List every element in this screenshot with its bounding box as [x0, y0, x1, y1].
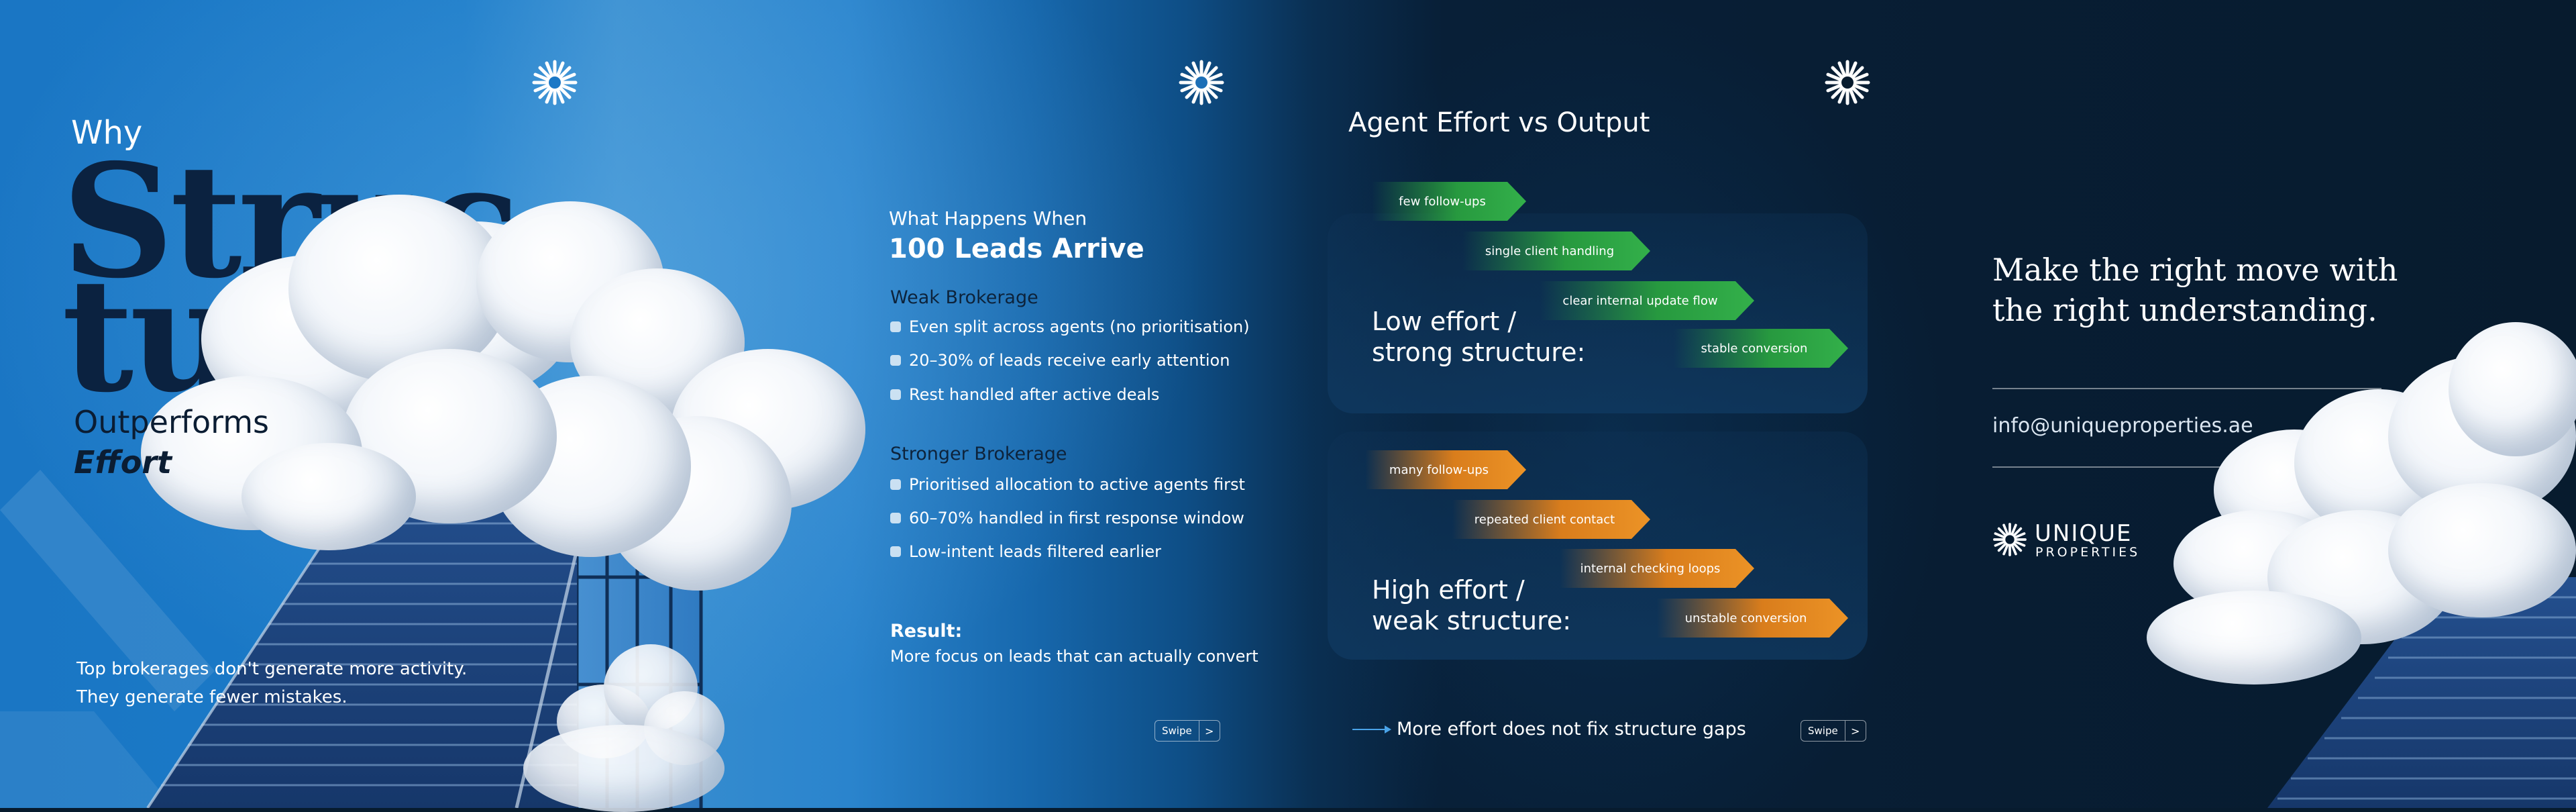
bullet-icon: [890, 479, 901, 490]
tag-green: single client handling: [1462, 232, 1650, 270]
kicker-why: Why: [71, 114, 143, 152]
subtitle-outperforms: Outperforms: [74, 404, 270, 440]
strong-item-label: Prioritised allocation to active agents …: [909, 475, 1245, 494]
panel2-headline: 100 Leads Arrive: [889, 234, 1144, 264]
strong-item: Low-intent leads filtered earlier: [890, 542, 1161, 561]
divider: [1992, 466, 2381, 468]
strong-item: 60–70% handled in first response window: [890, 509, 1244, 527]
high-effort-label-line-1: High effort /: [1372, 575, 1525, 605]
strong-brokerage-heading: Stronger Brokerage: [890, 444, 1067, 464]
high-effort-label-line-2: weak structure:: [1372, 606, 1572, 636]
bullet-icon: [890, 355, 901, 366]
weak-item: Rest handled after active deals: [890, 385, 1159, 404]
weak-item-label: Even split across agents (no prioritisat…: [909, 317, 1250, 336]
tag-label: stable conversion: [1701, 341, 1808, 356]
snowflake-logo-icon: [1825, 60, 1870, 105]
tag-orange: unstable conversion: [1657, 599, 1848, 638]
snowflake-logo-icon: [532, 60, 578, 105]
result-heading: Result:: [890, 621, 963, 642]
panel4-headline: Make the right move with the right under…: [1992, 250, 2449, 330]
panel4-headline-line-1: Make the right move with: [1992, 252, 2398, 288]
swipe-label: Swipe: [1162, 725, 1192, 737]
bullet-icon: [890, 389, 901, 400]
weak-brokerage-heading: Weak Brokerage: [890, 287, 1038, 308]
tag-label: few follow-ups: [1399, 194, 1486, 209]
tag-label: unstable conversion: [1684, 611, 1807, 625]
high-effort-label: High effort / weak structure:: [1372, 574, 1571, 636]
tag-green: clear internal update flow: [1540, 281, 1754, 320]
subtitle-effort: Effort: [74, 444, 172, 480]
strong-item: Prioritised allocation to active agents …: [890, 475, 1245, 494]
chevron-right-icon: >: [1844, 721, 1866, 741]
weak-item: Even split across agents (no prioritisat…: [890, 317, 1250, 336]
weak-item-label: 20–30% of leads receive early attention: [909, 351, 1230, 370]
strong-item-label: Low-intent leads filtered earlier: [909, 542, 1161, 561]
strong-item-label: 60–70% handled in first response window: [909, 509, 1244, 527]
swipe-button[interactable]: Swipe >: [1155, 720, 1220, 742]
panel1-body: Top brokerages don't generate more activ…: [76, 655, 467, 711]
weak-item-label: Rest handled after active deals: [909, 385, 1160, 404]
email-link[interactable]: info@uniqueproperties.ae: [1992, 414, 2253, 438]
brand-logo-icon: [1993, 523, 2027, 556]
panel3-footer: More effort does not fix structure gaps: [1397, 719, 1746, 740]
swipe-label: Swipe: [1808, 725, 1838, 737]
panel1-body-line-2: They generate fewer mistakes.: [76, 687, 347, 707]
long-arrow-right-icon: [1352, 725, 1391, 733]
low-effort-label: Low effort / strong structure:: [1372, 306, 1585, 368]
tag-label: single client handling: [1485, 244, 1615, 258]
panel3-title: Agent Effort vs Output: [1348, 107, 1650, 138]
bullet-icon: [890, 321, 901, 332]
tag-label: repeated client contact: [1474, 512, 1615, 527]
tag-orange: repeated client contact: [1452, 500, 1650, 539]
tag-label: many follow-ups: [1389, 462, 1489, 477]
tag-orange: internal checking loops: [1560, 549, 1754, 588]
divider: [1992, 388, 2381, 389]
low-effort-label-line-1: Low effort /: [1372, 307, 1517, 336]
tag-label: clear internal update flow: [1562, 293, 1718, 308]
chevron-right-icon: >: [1198, 721, 1220, 741]
tag-label: internal checking loops: [1580, 561, 1721, 576]
snowflake-logo-icon: [1179, 60, 1224, 105]
panel1-body-line-1: Top brokerages don't generate more activ…: [76, 659, 468, 679]
swipe-button[interactable]: Swipe >: [1801, 720, 1866, 742]
brand-name: UNIQUE: [2035, 520, 2133, 547]
tag-green: stable conversion: [1674, 329, 1848, 368]
glass-decoration: [0, 470, 215, 808]
result-text: More focus on leads that can actually co…: [890, 647, 1258, 666]
tag-orange: many follow-ups: [1365, 450, 1526, 489]
bullet-icon: [890, 546, 901, 557]
panel4-headline-line-2: the right understanding.: [1992, 292, 2377, 328]
tag-green: few follow-ups: [1372, 182, 1526, 221]
brand-subtitle: PROPERTIES: [2035, 545, 2141, 560]
panel2-kicker: What Happens When: [889, 207, 1087, 230]
bullet-icon: [890, 513, 901, 523]
weak-item: 20–30% of leads receive early attention: [890, 351, 1230, 370]
low-effort-label-line-2: strong structure:: [1372, 338, 1586, 367]
